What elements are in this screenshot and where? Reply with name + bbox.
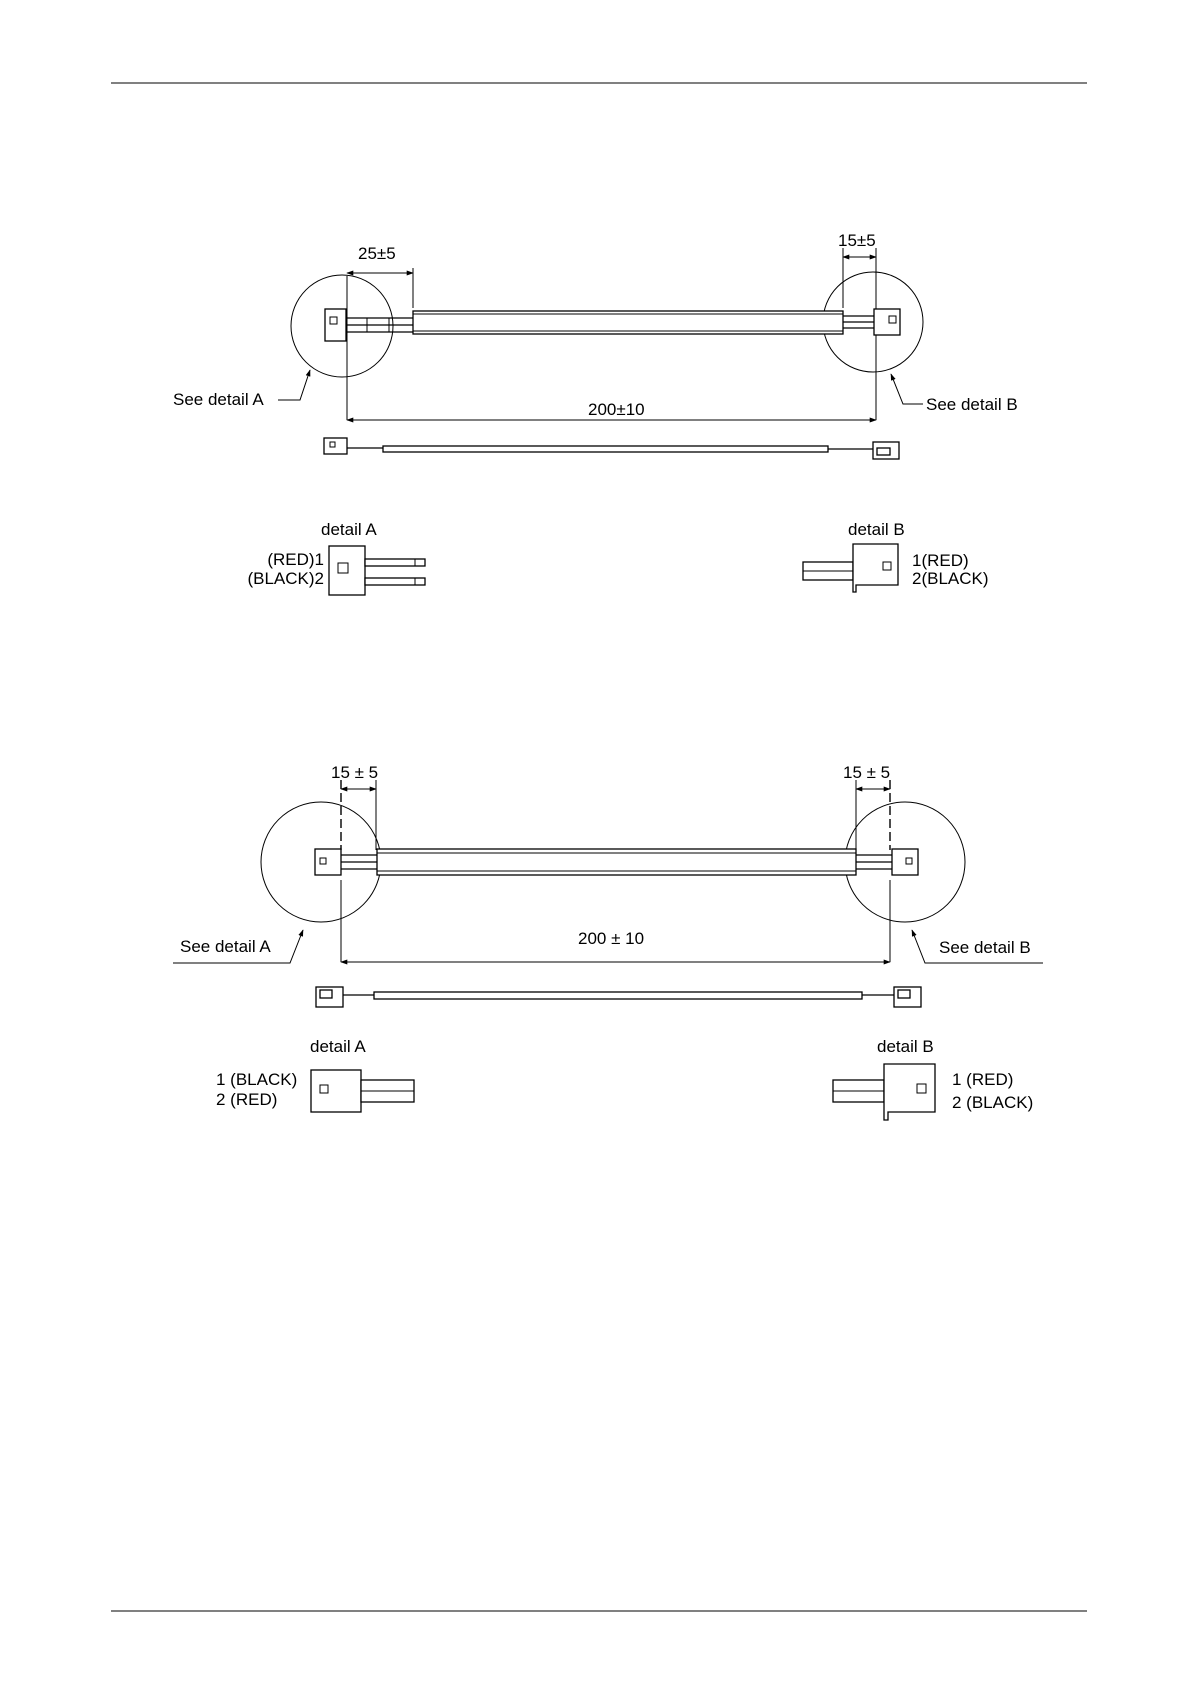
side-view-2: [316, 987, 921, 1007]
detail-b-title-2: detail B: [877, 1037, 934, 1056]
detail-a-pin1-2: 1 (BLACK): [216, 1070, 297, 1089]
detail-a-pin2: (BLACK)2: [247, 569, 324, 588]
detail-a-pin2-2: 2 (RED): [216, 1090, 277, 1109]
dim-left-label: 25±5: [358, 244, 396, 263]
dim-left-label-2: 15 ± 5: [331, 763, 378, 782]
dim-right-label: 15±5: [838, 231, 876, 250]
connector-a: [325, 309, 346, 341]
detail-b-pin1: 1(RED): [912, 551, 969, 570]
side-view: [324, 438, 899, 459]
connector-a-2: [315, 849, 341, 875]
connector-b-2: [892, 849, 918, 875]
detail-a-view: detail A (RED)1 (BLACK)2: [247, 520, 425, 595]
dim-length-label-2: 200 ± 10: [578, 929, 644, 948]
detail-b-title: detail B: [848, 520, 905, 539]
see-detail-b-label-2: See detail B: [939, 938, 1031, 957]
detail-b-pin2: 2(BLACK): [912, 569, 989, 588]
cable-diagram-1: 25±5 15±5 200±10 See detail A: [173, 231, 1018, 595]
see-detail-a-label: See detail A: [173, 390, 264, 409]
detail-b-view-2: detail B 1 (RED) 2 (BLACK): [833, 1037, 1033, 1120]
detail-a-pin1: (RED)1: [267, 550, 324, 569]
see-detail-a-label-2: See detail A: [180, 937, 271, 956]
detail-b-view: detail B 1(RED) 2(BLACK): [803, 520, 989, 592]
detail-b-pin2-2: 2 (BLACK): [952, 1093, 1033, 1112]
dim-length-label: 200±10: [588, 400, 645, 419]
detail-a-title: detail A: [321, 520, 377, 539]
see-detail-b-label: See detail B: [926, 395, 1018, 414]
cable-diagram-2: 15 ± 5 15 ± 5 200 ± 10 See detail A: [173, 763, 1043, 1120]
detail-a-title-2: detail A: [310, 1037, 366, 1056]
detail-b-pin1-2: 1 (RED): [952, 1070, 1013, 1089]
dim-right-label-2: 15 ± 5: [843, 763, 890, 782]
detail-a-view-2: detail A 1 (BLACK) 2 (RED): [216, 1037, 414, 1112]
